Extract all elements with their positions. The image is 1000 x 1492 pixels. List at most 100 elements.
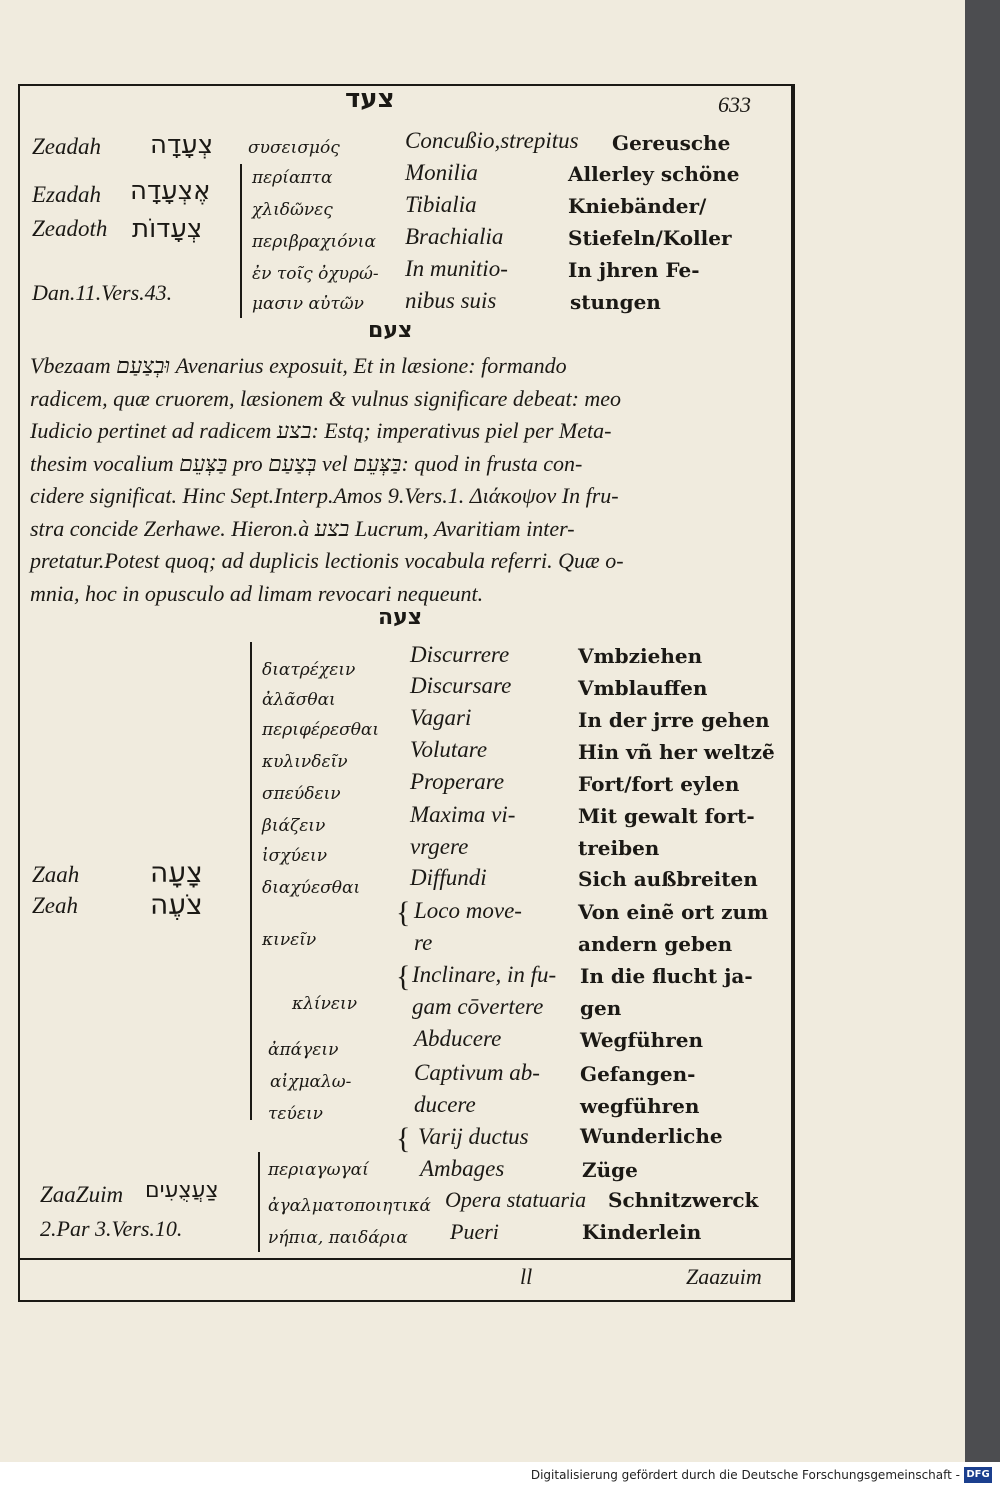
german-6: stungen — [570, 290, 661, 314]
brace-block1-a — [240, 164, 242, 258]
latin-row: vrgere — [410, 834, 469, 859]
german-row: Hin vñ her weltzẽ — [578, 740, 775, 764]
greek-row: κυλινδεῖν — [262, 752, 348, 772]
commentary-paragraph: Vbezaam וּבְצַעַם Avenarius exposuit, Et… — [30, 350, 780, 610]
bracket-varij: { — [396, 1122, 411, 1155]
paragraph-line: cidere significat. Hinc Sept.Interp.Amos… — [30, 483, 619, 508]
german-row: treiben — [578, 836, 660, 860]
greek-row: ἰσχύειν — [262, 846, 328, 866]
latin-1: Concußio,strepitus — [405, 128, 579, 153]
translit-zeadoth: Zeadoth — [32, 216, 108, 241]
german-row: Gefangen- — [580, 1062, 696, 1086]
latin-row: Properare — [410, 769, 505, 794]
digitization-credit: Digitalisierung gefördert durch die Deut… — [530, 1468, 960, 1482]
paragraph-line: pretatur.Potest quoq; ad duplicis lectio… — [30, 548, 624, 573]
catchword: Zaazuim — [686, 1264, 762, 1289]
paragraph-line: radicem, quæ cruorem, læsionem & vulnus … — [30, 385, 622, 411]
german-row: andern geben — [578, 932, 733, 956]
latin-row: Discursare — [410, 673, 512, 698]
section-heading-tsaam: צעם — [368, 318, 413, 343]
german-row: wegführen — [580, 1094, 700, 1118]
greek-row: κλίνειν — [292, 994, 358, 1014]
latin-row: ducere — [414, 1092, 476, 1117]
latin-row: Discurrere — [410, 642, 510, 667]
latin-4: Brachialia — [405, 224, 504, 249]
greek-row: αἰχμαλω- — [270, 1072, 352, 1092]
hebrew-zeadoth: צְעָדוֹת — [132, 214, 203, 244]
german-row: gen — [580, 996, 622, 1020]
digitization-footer — [0, 1462, 1000, 1492]
hebrew-zaazuim: צַעֲצֻעִים — [145, 1178, 219, 1203]
german-row: Schnitzwerck — [608, 1188, 759, 1212]
page-frame — [18, 84, 795, 1302]
scan-background — [965, 0, 1000, 1462]
greek-row: κινεῖν — [262, 930, 317, 950]
paragraph-line: Vbezaam וּבְצַעַם Avenarius exposuit, Et… — [30, 353, 567, 378]
hebrew-ezadah: אֶצְעָדָה — [130, 176, 211, 206]
latin-row: Inclinare, in fu- — [412, 962, 557, 987]
reference-dan: Dan.11.Vers.43. — [32, 280, 173, 305]
paragraph-line: Iudicio pertinet ad radicem בצע: Estq; i… — [30, 418, 612, 443]
latin-3: Tibialia — [405, 192, 477, 217]
translit-zaazuim: ZaaZuim — [40, 1182, 124, 1207]
latin-row: Vagari — [410, 705, 472, 730]
greek-row: νήπια, παιδάρια — [268, 1228, 408, 1248]
book-page: צעד 633 Zeadah צְעָדָה συσεισμός Concußi… — [0, 0, 965, 1462]
german-row: Vmbziehen — [578, 644, 703, 668]
reference-par: 2.Par 3.Vers.10. — [40, 1216, 183, 1241]
greek-row: ἀλᾶσθαι — [262, 690, 336, 710]
latin-row: Loco move- — [414, 898, 522, 923]
german-4: Stiefeln/Koller — [568, 226, 732, 250]
german-1: Gereusche — [612, 131, 731, 155]
german-2: Allerley schöne — [568, 162, 740, 186]
dfg-logo-icon: DFG — [964, 1467, 992, 1483]
latin-6: nibus suis — [405, 288, 497, 313]
greek-6: μασιν αὐτῶν — [252, 294, 364, 314]
german-row: Sich außbreiten — [578, 867, 758, 891]
greek-row: ἀπάγειν — [268, 1040, 339, 1060]
greek-2: περίαπτα — [252, 168, 333, 188]
translit-ezadah: Ezadah — [32, 182, 101, 207]
latin-row: Varij ductus — [418, 1124, 529, 1149]
latin-5: In munitio- — [405, 256, 508, 281]
german-3: Kniebänder/ — [568, 194, 707, 218]
greek-4: περιβραχιόνια — [252, 232, 376, 252]
latin-row: Maxima vi- — [410, 802, 516, 827]
german-row: Vmblauffen — [578, 676, 708, 700]
brace-block4 — [258, 1152, 260, 1252]
page-number: 633 — [718, 92, 751, 117]
greek-5: ἐν τοῖς ὀχυρώ- — [252, 264, 379, 284]
latin-row: Ambages — [420, 1156, 505, 1181]
latin-row: Diffundi — [410, 865, 487, 890]
german-row: Von einẽ ort zum — [578, 900, 769, 924]
german-row: Wunderliche — [580, 1124, 723, 1148]
greek-row: περιαγωγαί — [268, 1160, 369, 1180]
paragraph-line: stra concide Zerhawe. Hieron.à בצע Lucru… — [30, 515, 575, 541]
translit-zeadah: Zeadah — [32, 134, 101, 159]
greek-row: περιφέρεσθαι — [262, 720, 380, 740]
footer-rule — [20, 1258, 793, 1260]
greek-row: ἀγαλματοποιητικά — [268, 1196, 432, 1216]
greek-1: συσεισμός — [248, 138, 340, 158]
latin-row: Pueri — [450, 1219, 499, 1244]
latin-row: gam cōvertere — [412, 994, 544, 1019]
brace-block3 — [250, 642, 252, 1120]
translit-zaah: Zaah — [32, 862, 80, 887]
translit-zeah: Zeah — [32, 893, 78, 918]
latin-2: Monilia — [405, 160, 478, 185]
german-row: Züge — [582, 1158, 638, 1182]
bracket-inclinare: { — [396, 960, 411, 993]
greek-row: βιάζειν — [262, 816, 326, 836]
paragraph-line: mnia, hoc in opusculo ad limam revocari … — [30, 580, 484, 606]
german-row: Mit gewalt fort- — [578, 804, 755, 828]
greek-3: χλιδῶνες — [252, 200, 333, 220]
german-row: Wegführen — [580, 1028, 704, 1052]
german-row: In die flucht ja- — [580, 964, 753, 988]
latin-row: Abducere — [414, 1026, 502, 1051]
latin-row: Volutare — [410, 737, 488, 762]
frame-right-rule — [791, 84, 793, 1300]
brace-block1-b — [240, 258, 242, 318]
greek-row: τεύειν — [268, 1104, 323, 1124]
signature-mark: ll — [520, 1264, 533, 1289]
latin-row: re — [414, 930, 433, 955]
